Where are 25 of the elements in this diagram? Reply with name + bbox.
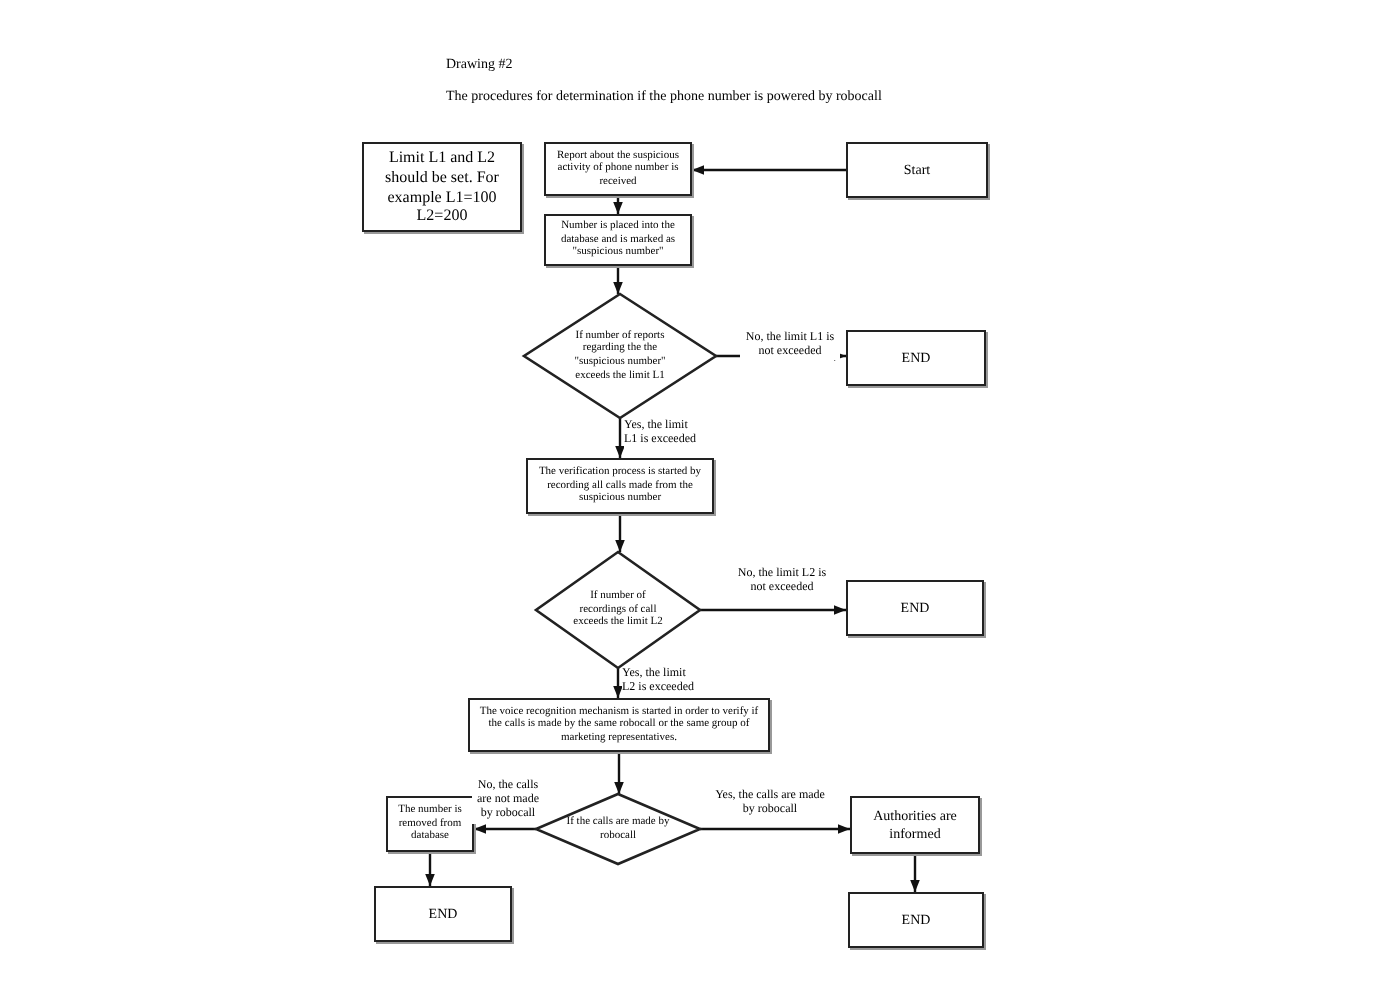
arrow [615,514,625,552]
arrow [615,418,625,458]
arrow [700,605,846,615]
box-text: Limit L1 and L2 should be set. For example L1=100 L2=200 [383,148,501,226]
arrow [613,196,623,214]
arrow [613,266,623,294]
process-box [544,142,692,196]
process-box [848,892,984,948]
arrow [613,668,623,698]
arrow [692,165,846,175]
arrow [474,824,536,834]
process-box [374,886,512,942]
process-box [846,142,988,198]
process-box [386,796,474,852]
process-box [362,142,522,232]
arrow [700,824,850,834]
process-box [846,580,984,636]
process-box [850,796,980,854]
arrow [910,854,920,892]
process-box [468,698,770,752]
process-box [846,330,986,386]
process-box [526,458,714,514]
arrow [614,752,624,794]
process-box [544,214,692,266]
arrow [425,852,435,886]
